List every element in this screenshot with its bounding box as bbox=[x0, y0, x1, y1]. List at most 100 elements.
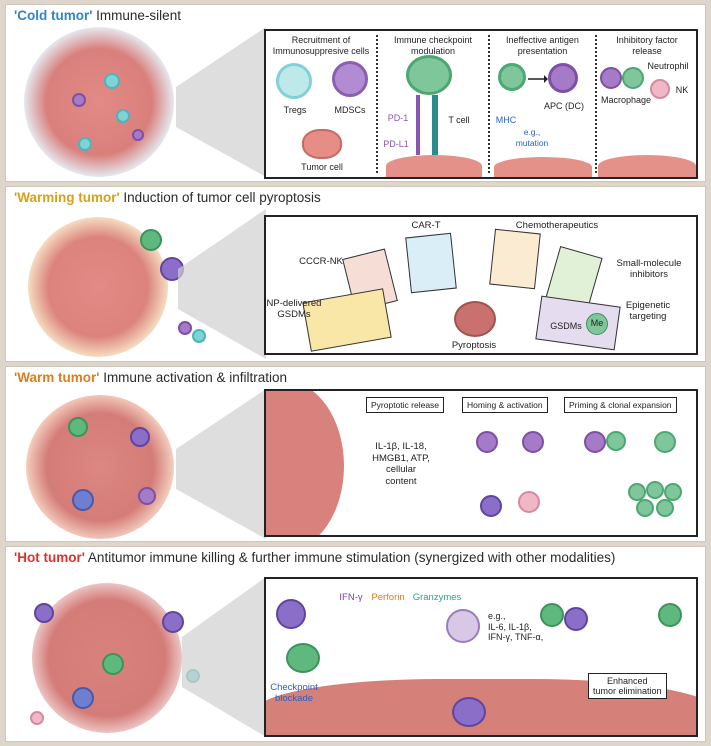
pd1-label: PD-1 bbox=[387, 113, 409, 123]
immune-cell-illustration bbox=[102, 653, 124, 675]
tumor-mass bbox=[266, 391, 344, 535]
hot-tumor-tag: 'Hot tumor' bbox=[14, 550, 85, 565]
immune-cell-illustration bbox=[138, 487, 156, 505]
tcr-receptor bbox=[432, 95, 438, 155]
gsdms-label: GSDMs bbox=[550, 321, 582, 331]
mdscs-label: MDSCs bbox=[334, 105, 366, 115]
cold-tumor-desc: Immune-silent bbox=[92, 8, 181, 23]
effector-tcell bbox=[286, 643, 320, 673]
tumor-cell-dying bbox=[452, 697, 486, 727]
epigenetic-label: Epigenetic targeting bbox=[625, 300, 671, 322]
granzymes-label: Granzymes bbox=[412, 592, 462, 603]
macrophage-warm bbox=[480, 495, 502, 517]
nk-cell-warm bbox=[518, 491, 540, 513]
nk-hot bbox=[446, 609, 480, 643]
immune-cell-illustration bbox=[192, 329, 206, 343]
apc-cell bbox=[548, 63, 578, 93]
tcell-antigen bbox=[498, 63, 526, 91]
pyroptosis-label: Pyroptosis bbox=[451, 340, 497, 351]
warm-tumor-panel: 'Warm tumor' Immune activation & infiltr… bbox=[5, 366, 706, 542]
cold-mechanisms-box: Recruitment of Immunosuppresive cells Im… bbox=[264, 29, 698, 179]
immune-cell-illustration bbox=[178, 321, 192, 335]
ifn-label: IFN-γ bbox=[339, 592, 363, 603]
clone-cell bbox=[636, 499, 654, 517]
antigen-arrow bbox=[528, 75, 548, 83]
release-content: IL-1β, IL-18, HMGB1, ATP, cellular conte… bbox=[372, 441, 430, 487]
clone-cell bbox=[646, 481, 664, 499]
macrophage-hot bbox=[276, 599, 306, 629]
hot-tumor-title: 'Hot tumor' Antitumor immune killing & f… bbox=[14, 550, 615, 565]
immune-cell-illustration bbox=[72, 687, 94, 709]
hot-killing-box: IFN-γ Perforin Granzymes Checkpoint bloc… bbox=[264, 577, 698, 737]
warming-tumor-title: 'Warming tumor' Induction of tumor cell … bbox=[14, 190, 321, 205]
tregs-label: Tregs bbox=[283, 105, 307, 115]
dc-cell bbox=[476, 431, 498, 453]
cccrnk-label: CCCR-NK bbox=[299, 256, 343, 267]
cart-card bbox=[405, 232, 457, 294]
cold-tumor-illustration bbox=[24, 27, 174, 177]
treg-cell bbox=[276, 63, 312, 99]
clone-cell bbox=[656, 499, 674, 517]
immune-cell-illustration bbox=[72, 489, 94, 511]
nk-cell bbox=[650, 79, 670, 99]
chemo-label: Chemotherapeutics bbox=[515, 220, 599, 231]
cold-tumor-title: 'Cold tumor' Immune-silent bbox=[14, 8, 181, 23]
tumor-cell bbox=[302, 129, 342, 159]
priming-box: Priming & clonal expansion bbox=[564, 397, 677, 413]
nk-label: NK bbox=[675, 85, 689, 95]
homing-box: Homing & activation bbox=[462, 397, 548, 413]
t-cell bbox=[406, 55, 452, 95]
cytokines-label: e.g., IL-6, IL-1β, IFN-γ, TNF-α, bbox=[488, 611, 544, 642]
activated-tcell bbox=[540, 603, 564, 627]
np-label: NP-delivered GSDMs bbox=[266, 298, 322, 320]
immune-cell-illustration bbox=[34, 603, 54, 623]
me-badge bbox=[586, 313, 608, 335]
section-title-recruitment: Recruitment of Immunosuppresive cells bbox=[272, 35, 370, 56]
section-title-antigen: Ineffective antigen presentation bbox=[506, 35, 579, 56]
warm-activation-box: Pyroptotic release Homing & activation P… bbox=[264, 389, 698, 537]
warm-tumor-title: 'Warm tumor' Immune activation & infiltr… bbox=[14, 370, 287, 385]
inhibitory-tumor-membrane bbox=[598, 155, 696, 177]
macrophage-label: Macrophage bbox=[600, 95, 652, 105]
enhanced-elimination-box: Enhanced tumor elimination bbox=[588, 673, 667, 699]
hot-tumor-panel: 'Hot tumor' Antitumor immune killing & f… bbox=[5, 546, 706, 742]
treg-cell-illustration bbox=[104, 73, 120, 89]
immune-cell-illustration bbox=[162, 611, 184, 633]
warming-strategies-box: CAR-T Chemotherapeutics CCCR-NK Small-mo… bbox=[264, 215, 698, 355]
immune-cell-illustration bbox=[30, 711, 44, 725]
activated-nk bbox=[564, 607, 588, 631]
mdsc-cell bbox=[332, 61, 368, 97]
dc-cell bbox=[584, 431, 606, 453]
cold-funnel bbox=[176, 27, 266, 177]
pyroptosis-cell bbox=[454, 301, 496, 337]
section-title-inhibitory: Inhibitory factor release bbox=[616, 35, 678, 56]
warming-tumor-tag: 'Warming tumor' bbox=[14, 190, 120, 205]
clone-cell bbox=[664, 483, 682, 501]
tumor-membrane bbox=[386, 155, 482, 177]
warm-tumor-tag: 'Warm tumor' bbox=[14, 370, 100, 385]
section-title-checkpoint: Immune checkpoint modulation bbox=[393, 35, 473, 56]
mdsc-cell-illustration bbox=[72, 93, 86, 107]
warming-tumor-panel: 'Warming tumor' Induction of tumor cell … bbox=[5, 186, 706, 362]
mhc-label: MHC bbox=[495, 115, 517, 125]
smallmol-label: Small-molecule inhibitors bbox=[616, 258, 682, 280]
warm-funnel bbox=[176, 389, 266, 539]
activated-dc bbox=[658, 603, 682, 627]
warm-tumor-illustration bbox=[26, 395, 174, 539]
macrophage-cell bbox=[600, 67, 622, 89]
treg-cell-illustration bbox=[78, 137, 92, 151]
clone-cell bbox=[628, 483, 646, 501]
treg-cell-illustration bbox=[116, 109, 130, 123]
warming-tumor-desc: Induction of tumor cell pyroptosis bbox=[119, 190, 321, 205]
cart-label: CAR-T bbox=[411, 220, 441, 231]
immune-cell-illustration bbox=[140, 229, 162, 251]
checkpoint-label: Checkpoint blockade bbox=[270, 682, 318, 704]
immune-cell-illustration bbox=[68, 417, 88, 437]
chemo-card bbox=[489, 228, 541, 290]
tcell-expanded bbox=[654, 431, 676, 453]
dc-cell bbox=[522, 431, 544, 453]
warming-funnel bbox=[178, 209, 266, 359]
hot-tumor-desc: Antitumor immune killing & further immun… bbox=[84, 550, 616, 565]
tcell-priming bbox=[606, 431, 626, 451]
pdl1-label: PD-L1 bbox=[383, 139, 409, 149]
